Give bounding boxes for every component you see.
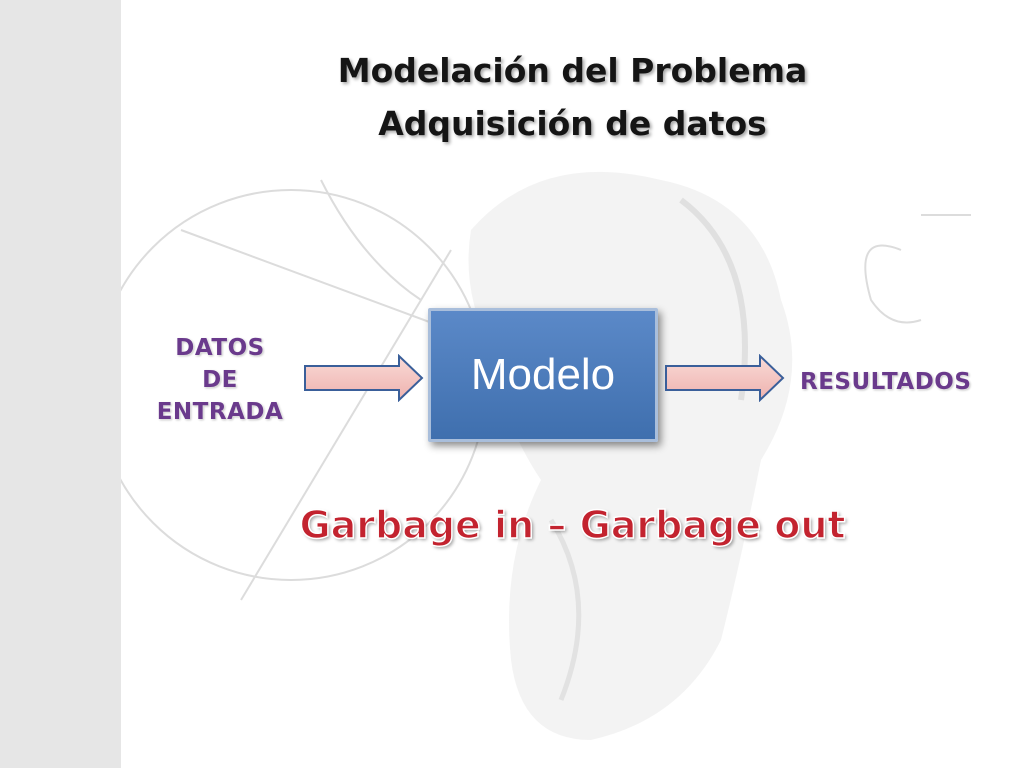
- slogan: Garbage in – Garbage out: [299, 502, 847, 548]
- input-label-line: DATOS: [175, 335, 265, 361]
- output-arrow-shape: [665, 354, 785, 402]
- side-band: [0, 0, 121, 768]
- output-label: RESULTADOS: [800, 369, 972, 395]
- output-arrow: [665, 354, 785, 402]
- slide-title-line2: Adquisición de datos: [378, 104, 767, 143]
- model-box: Modelo: [428, 308, 658, 442]
- model-label: Modelo: [470, 350, 616, 399]
- input-label: DATOS DE ENTRADA: [150, 332, 290, 428]
- slide-title-line1: Modelación del Problema: [337, 51, 808, 90]
- input-arrow: [304, 354, 424, 402]
- input-arrow-shape: [304, 354, 424, 402]
- input-label-line: DE: [202, 367, 238, 393]
- input-label-line: ENTRADA: [156, 399, 284, 425]
